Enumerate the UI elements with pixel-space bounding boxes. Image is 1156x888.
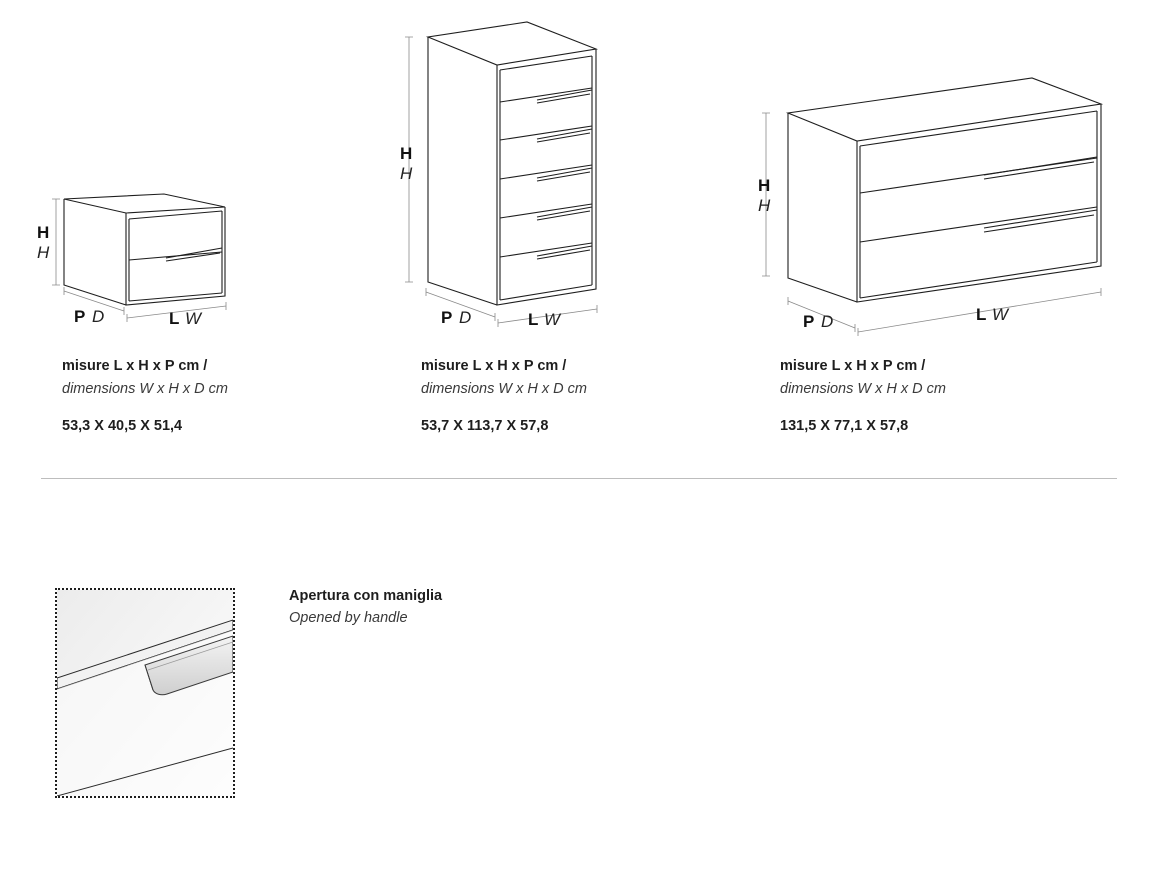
bedside-measure-label: misure L x H x P cm / [62,358,208,374]
dresser-dimension-lines [762,112,1102,336]
bedside-dimension-lines [52,198,227,322]
tall-chest-size: 53,7 X 113,7 X 57,8 [421,418,549,434]
bedside-dimension-label: dimensions W x H x D cm [62,381,228,397]
bedside-l-label: L [169,309,179,328]
furniture-drawings: H H P D L W H H P D L W H H [37,21,1104,336]
handle-detail-illustration [57,590,233,796]
dresser-dimension-label: dimensions W x H x D cm [780,381,946,397]
handle-detail-image [55,588,235,798]
bedside-h-label: H [37,223,49,242]
tall-chest-p-label: P [441,308,452,327]
dresser-caption: misure L x H x P cm / dimensions W x H x… [780,355,946,438]
tall-chest-w-label: W [544,310,562,329]
section-divider [41,478,1117,479]
dresser-d-label: D [821,312,833,331]
bedside-d-label: D [92,307,104,326]
tall-chest-h-label: H [400,144,412,163]
bedside-h-en-label: H [37,243,50,262]
tall-chest-h-en-label: H [400,164,413,183]
tall-chest-d-label: D [459,308,471,327]
dresser-p-label: P [803,312,814,331]
bedside-size: 53,3 X 40,5 X 51,4 [62,418,183,434]
dresser-h-label: H [758,176,770,195]
tall-chest-l-label: L [528,310,538,329]
dresser-l-label: L [976,305,986,324]
bedside-w-label: W [185,309,203,328]
opening-subtitle: Opened by handle [289,610,408,626]
dresser-h-en-label: H [758,196,771,215]
bedside-caption: misure L x H x P cm / dimensions W x H x… [62,355,228,438]
opening-description: Apertura con maniglia Opened by handle [289,585,442,629]
tall-chest-caption: misure L x H x P cm / dimensions W x H x… [421,355,587,438]
dresser-size: 131,5 X 77,1 X 57,8 [780,418,909,434]
tall-chest-dimension-label: dimensions W x H x D cm [421,381,587,397]
dresser-measure-label: misure L x H x P cm / [780,358,926,374]
bedside-table-drawing [63,193,226,306]
tall-chest-dimension-lines [405,36,598,327]
tall-chest-measure-label: misure L x H x P cm / [421,358,567,374]
tall-chest-drawing [425,21,599,306]
opening-title: Apertura con maniglia [289,588,443,604]
bedside-p-label: P [74,307,85,326]
dresser-w-label: W [992,305,1010,324]
dresser-drawing [785,77,1104,303]
